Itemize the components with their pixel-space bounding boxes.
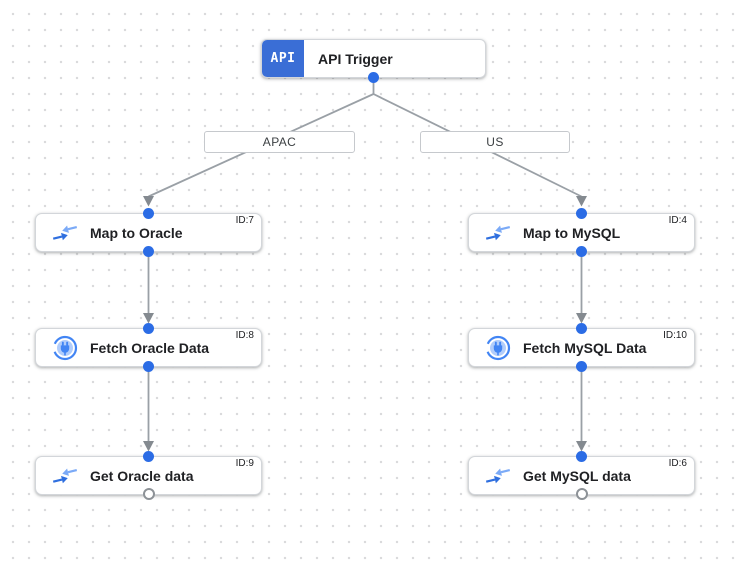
- node-map-to-oracle[interactable]: Map to Oracle ID:7: [35, 208, 262, 257]
- node-id-badge: ID:8: [235, 330, 254, 341]
- output-port[interactable]: [143, 361, 154, 372]
- input-port[interactable]: [143, 208, 154, 219]
- terminal-port[interactable]: [142, 488, 155, 500]
- node-id-badge: ID:4: [668, 215, 687, 226]
- arrowhead-fetch-oracle: [143, 313, 154, 324]
- node-title: API Trigger: [318, 50, 393, 67]
- input-port[interactable]: [576, 208, 587, 219]
- input-port[interactable]: [576, 323, 587, 334]
- branch-label-apac[interactable]: APAC: [204, 131, 355, 153]
- node-fetch-mysql-data[interactable]: Fetch MySQL Data ID:10: [468, 323, 695, 372]
- branch-label-text: US: [486, 135, 504, 149]
- node-title: Fetch MySQL Data: [523, 339, 647, 356]
- connectors-icon: [52, 335, 78, 361]
- output-port[interactable]: [576, 361, 587, 372]
- data-mapping-icon: [52, 220, 78, 246]
- node-id-badge: ID:9: [235, 458, 254, 469]
- node-title: Map to Oracle: [90, 224, 183, 241]
- terminal-port[interactable]: [575, 488, 588, 500]
- data-mapping-icon: [485, 463, 511, 489]
- connectors-icon: [485, 335, 511, 361]
- input-port[interactable]: [576, 451, 587, 462]
- api-trigger-icon: API: [262, 40, 304, 77]
- node-title: Map to MySQL: [523, 224, 621, 241]
- node-fetch-oracle-data[interactable]: Fetch Oracle Data ID:8: [35, 323, 262, 372]
- data-mapping-icon: [52, 463, 78, 489]
- node-id-badge: ID:6: [668, 458, 687, 469]
- input-port[interactable]: [143, 323, 154, 334]
- data-mapping-icon: [485, 220, 511, 246]
- node-id-badge: ID:7: [235, 215, 254, 226]
- output-port[interactable]: [143, 246, 154, 257]
- arrowhead-map-mysql: [576, 196, 587, 207]
- node-title: Get MySQL data: [523, 467, 631, 484]
- node-map-to-mysql[interactable]: Map to MySQL ID:4: [468, 208, 695, 257]
- input-port[interactable]: [143, 451, 154, 462]
- arrowhead-map-oracle: [143, 196, 154, 207]
- arrowhead-get-mysql: [576, 441, 587, 452]
- node-get-mysql-data[interactable]: Get MySQL data ID:6: [468, 451, 695, 500]
- branch-label-text: APAC: [262, 135, 297, 149]
- node-title: Get Oracle data: [90, 467, 194, 484]
- arrowhead-get-oracle: [143, 441, 154, 452]
- branch-label-us[interactable]: US: [420, 131, 570, 153]
- arrowhead-fetch-mysql: [576, 313, 587, 324]
- node-title: Fetch Oracle Data: [90, 339, 210, 356]
- output-port[interactable]: [576, 246, 587, 257]
- node-id-badge: ID:10: [663, 330, 687, 341]
- node-api-trigger[interactable]: API API Trigger: [261, 39, 486, 83]
- node-get-oracle-data[interactable]: Get Oracle data ID:9: [35, 451, 262, 500]
- output-port[interactable]: [368, 72, 379, 83]
